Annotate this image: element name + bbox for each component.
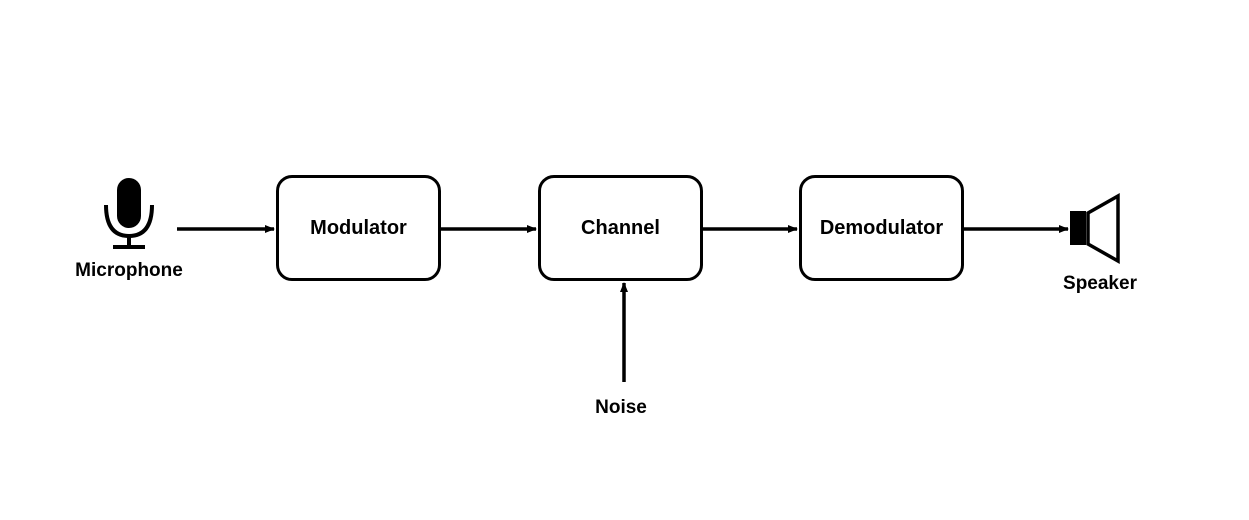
channel-block: Channel (538, 175, 703, 281)
microphone-icon (104, 178, 154, 249)
demodulator-block: Demodulator (799, 175, 964, 281)
demodulator-label: Demodulator (819, 216, 944, 239)
channel-label: Channel (581, 216, 660, 239)
noise-label: Noise (595, 397, 647, 418)
modulator-block: Modulator (276, 175, 441, 281)
speaker-icon (1070, 192, 1120, 265)
microphone-label: Microphone (75, 260, 183, 281)
speaker-label: Speaker (1063, 273, 1137, 294)
modulator-label: Modulator (310, 216, 407, 239)
